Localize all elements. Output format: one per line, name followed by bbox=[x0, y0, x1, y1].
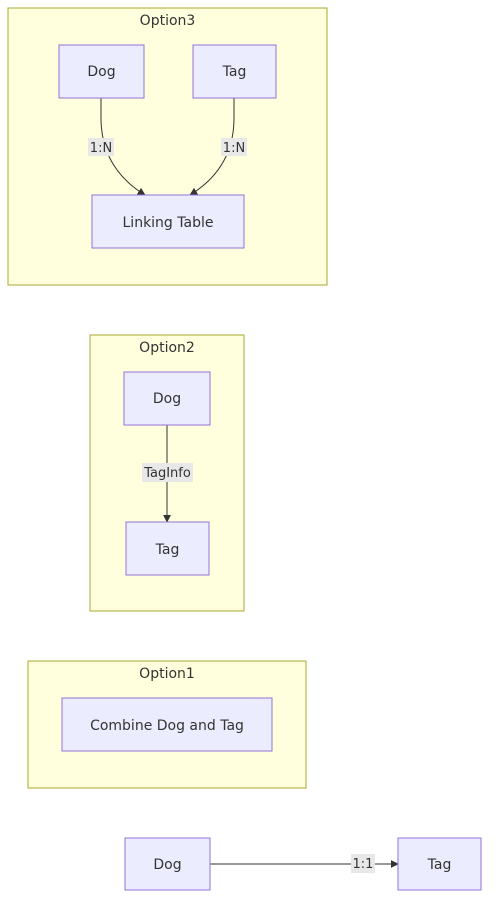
node-standalone-tag-label: Tag bbox=[427, 857, 452, 873]
node-option3-linking-table-label: Linking Table bbox=[123, 215, 214, 231]
node-option2-dog-label: Dog bbox=[153, 391, 181, 407]
node-option3-linking-table[interactable]: Linking Table bbox=[91, 194, 245, 249]
node-option2-tag-label: Tag bbox=[155, 542, 180, 558]
edge-label-standalone: 1:1 bbox=[351, 854, 375, 873]
node-option3-tag[interactable]: Tag bbox=[192, 44, 277, 99]
node-option1-combined[interactable]: Combine Dog and Tag bbox=[61, 697, 273, 752]
node-option3-dog-label: Dog bbox=[87, 64, 115, 80]
edge-label-option3-tag: 1:N bbox=[221, 138, 247, 156]
cluster-option1-title: Option1 bbox=[139, 666, 195, 682]
cluster-option2: Option2 TagInfo Dog Tag bbox=[89, 334, 245, 612]
cluster-option3: Option3 1:N 1:N Dog Tag Linking Table bbox=[7, 7, 328, 286]
node-option3-dog[interactable]: Dog bbox=[58, 44, 145, 99]
edge-label-option2: TagInfo bbox=[142, 463, 193, 482]
cluster-option2-title: Option2 bbox=[139, 340, 195, 356]
edge-label-option3-dog: 1:N bbox=[88, 138, 114, 156]
node-standalone-dog-label: Dog bbox=[153, 857, 181, 873]
cluster-option3-title: Option3 bbox=[140, 13, 196, 29]
node-option1-combined-label: Combine Dog and Tag bbox=[90, 718, 244, 734]
edge-label-option3-dog-text: 1:N bbox=[90, 141, 112, 156]
edge-option3-tag-to-linking bbox=[189, 98, 235, 196]
edge-label-option2-text: TagInfo bbox=[143, 466, 191, 481]
edge-option3-dog-to-linking bbox=[100, 98, 146, 196]
node-option2-tag[interactable]: Tag bbox=[125, 521, 210, 576]
node-option2-dog[interactable]: Dog bbox=[123, 371, 211, 426]
node-standalone-dog[interactable]: Dog bbox=[124, 837, 211, 891]
node-option3-tag-label: Tag bbox=[222, 64, 247, 80]
edge-label-option3-tag-text: 1:N bbox=[223, 141, 245, 156]
standalone-relationship: 1:1 Dog Tag bbox=[124, 837, 482, 891]
node-standalone-tag[interactable]: Tag bbox=[397, 837, 482, 891]
cluster-option1: Option1 Combine Dog and Tag bbox=[27, 660, 307, 789]
edge-label-standalone-text: 1:1 bbox=[353, 857, 374, 872]
